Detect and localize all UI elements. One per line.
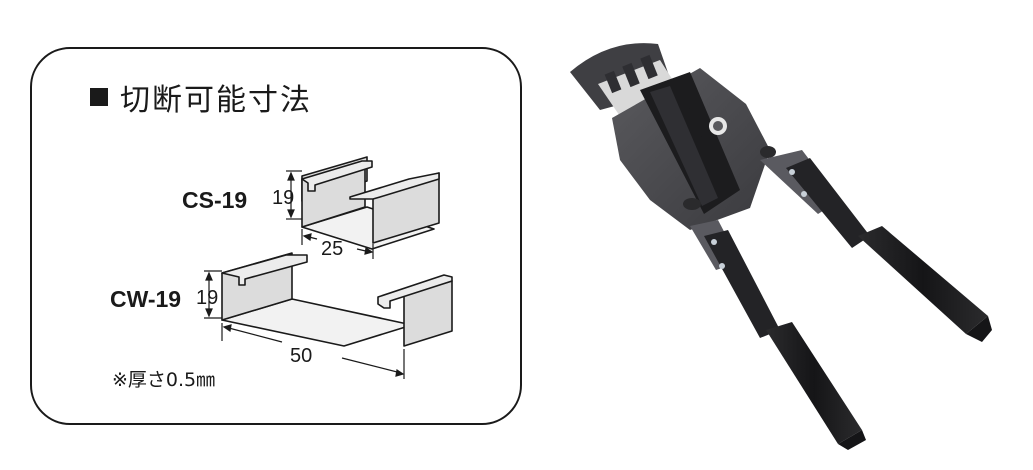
channel-cutter-tool-image — [570, 43, 992, 450]
cs19-dimensions — [286, 170, 374, 259]
right-handle — [760, 150, 992, 342]
channel-diagrams: 19 25 19 5 — [196, 156, 453, 379]
cs19-channel-drawing — [301, 156, 440, 250]
square-bullet-icon — [90, 88, 108, 106]
cw19-width-label: 50 — [290, 345, 312, 367]
cutter-head — [612, 68, 776, 230]
right-grip — [858, 226, 988, 334]
model-label-cw19: CW-19 — [110, 286, 182, 312]
cutting-capacity-panel: 切断可能寸法 CS-19 CW-19 — [30, 47, 522, 425]
cs19-width-label: 25 — [321, 238, 343, 260]
left-handle — [690, 220, 866, 450]
left-grip — [766, 322, 862, 444]
cw19-dimensions — [204, 270, 405, 379]
thickness-note: ※厚さ0.5㎜ — [112, 369, 216, 391]
cw19-channel-drawing — [221, 252, 453, 347]
panel-title: 切断可能寸法 — [90, 75, 312, 119]
cs19-height-label: 19 — [272, 187, 294, 209]
model-label-cs19: CS-19 — [182, 187, 248, 213]
panel-title-text: 切断可能寸法 — [120, 83, 312, 118]
cw19-height-label: 19 — [196, 287, 218, 309]
